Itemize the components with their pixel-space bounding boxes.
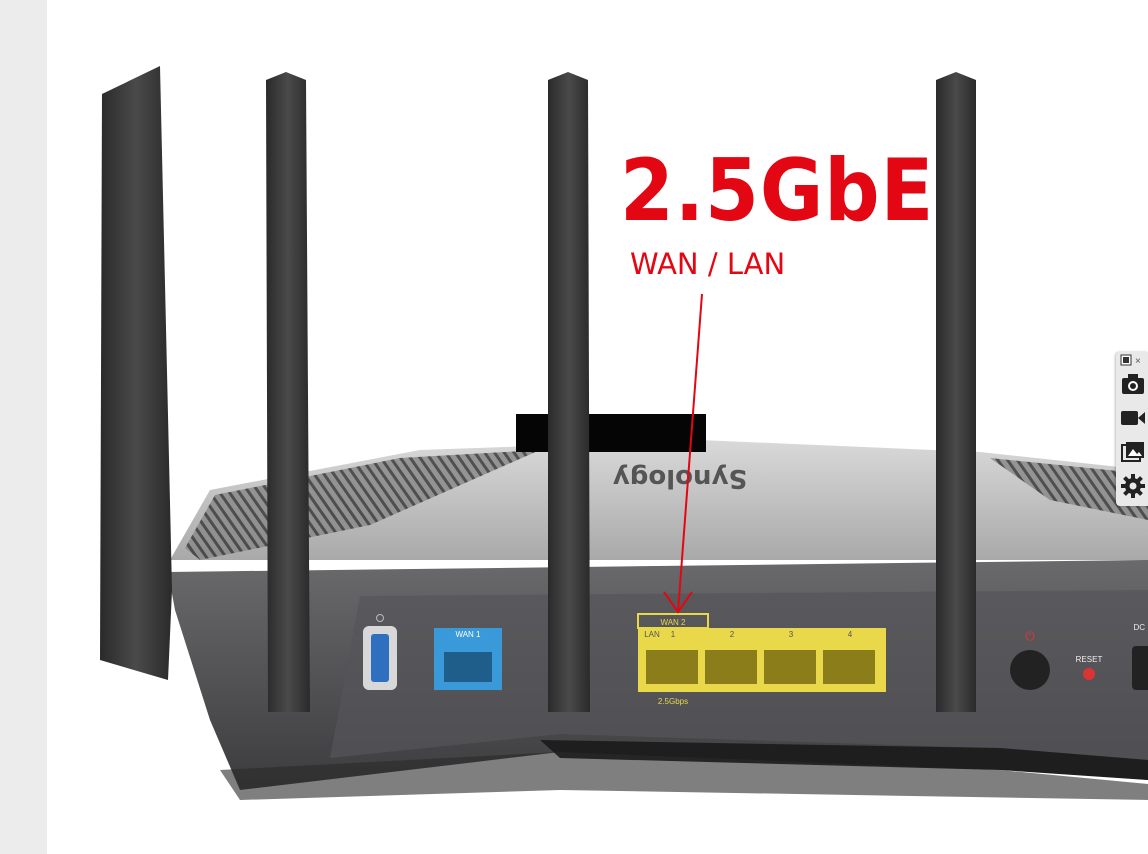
lan-label-bar	[638, 628, 886, 640]
lan-port-1	[646, 650, 698, 684]
reset-label: RESET	[1076, 655, 1103, 664]
antenna-1	[266, 72, 310, 712]
lan-port-4	[823, 650, 875, 684]
antenna-2	[548, 72, 590, 712]
gear-icon[interactable]	[1119, 472, 1147, 500]
dc-port	[1132, 646, 1148, 690]
wan1-label: WAN 1	[455, 630, 481, 639]
base-shadow	[220, 752, 1148, 800]
watermark-bar	[516, 414, 706, 452]
wan2-label: WAN 2	[660, 618, 686, 627]
lan-num-3: 3	[789, 630, 794, 639]
vent-right	[990, 458, 1148, 520]
reset-button	[1083, 668, 1095, 680]
brand-logo: Synology	[613, 463, 747, 493]
antenna-left	[100, 66, 172, 680]
wan1-label-bg	[434, 628, 502, 640]
bottom-vents	[540, 740, 1148, 780]
subline-label: WAN / LAN	[630, 247, 786, 281]
headline-label: 2.5GbE	[620, 141, 935, 241]
dc-label: DC	[1133, 623, 1145, 632]
svg-text:×: ×	[1135, 356, 1141, 366]
side-toolbar: ×	[1116, 352, 1148, 506]
antenna-3	[936, 72, 976, 712]
power-icon: ⏻	[1025, 629, 1035, 643]
speed-label: 2.5Gbps	[658, 697, 688, 706]
gallery-icon[interactable]	[1119, 438, 1147, 466]
lan-port-3	[764, 650, 816, 684]
usb-icon: ⭘	[376, 613, 385, 625]
lan-port-2	[705, 650, 757, 684]
video-icon[interactable]	[1119, 404, 1147, 432]
pin-icon[interactable]: ×	[1120, 354, 1142, 366]
lan-num-4: 4	[848, 630, 853, 639]
lan-num-2: 2	[730, 630, 735, 639]
left-gutter	[0, 0, 47, 854]
power-button	[1010, 650, 1050, 690]
callout-arrow	[677, 293, 703, 613]
lan-num-1: 1	[671, 630, 676, 639]
camera-icon[interactable]	[1119, 370, 1147, 398]
lan-label: LAN	[644, 630, 660, 639]
callout-arrowhead	[663, 591, 693, 614]
